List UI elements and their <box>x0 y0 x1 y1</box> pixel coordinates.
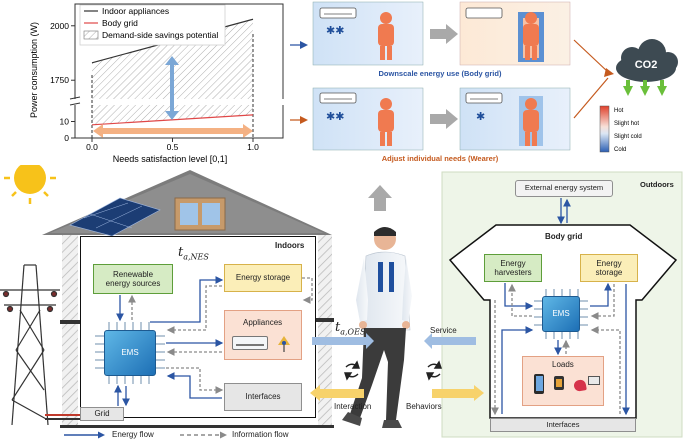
outdoors-title: Outdoors <box>640 180 674 189</box>
panel-adjust-after: ✱ <box>459 87 571 151</box>
t-nes-label: ta,NES <box>178 245 209 262</box>
house-wall-left <box>62 235 78 425</box>
y-tick-label-3: 2000 <box>50 21 69 31</box>
screen-icon <box>588 376 600 385</box>
air-conditioner-icon <box>232 336 268 350</box>
energy-storage-box-indoor: Energy storage <box>224 264 302 292</box>
ems-chip-outdoor: EMS <box>534 289 588 339</box>
x-tick-label-0: 0.0 <box>86 142 98 152</box>
series-body-grid <box>91 114 254 126</box>
body-grid-title: Body grid <box>545 232 583 241</box>
arrow-up-grey <box>368 185 392 211</box>
behaviors-arrow <box>432 389 476 398</box>
ems-label-indoor: EMS <box>104 330 156 376</box>
watch-icon <box>554 376 564 390</box>
t-oes-label: ta,OES <box>335 320 365 337</box>
interfaces-box-indoor: Interfaces <box>224 383 302 411</box>
svg-text:✱✱: ✱✱ <box>326 25 344 37</box>
house-wall-right <box>318 235 332 425</box>
service-arrow-left <box>312 337 368 345</box>
energy-storage-box-outdoor: Energy storage <box>580 254 638 282</box>
y-tick-label-0: 0 <box>64 133 69 143</box>
panel-adjust-before: ✱✱ <box>312 87 424 151</box>
needs-arrow <box>93 124 253 138</box>
interfaces-box-outdoor: Interfaces <box>490 418 636 432</box>
thermal-cold: Cold <box>614 147 626 153</box>
thermal-slight-hot: Slight hot <box>614 121 639 127</box>
external-energy-box: External energy system <box>515 180 613 197</box>
indoors-title: Indoors <box>275 241 305 250</box>
ems-label-outdoor: EMS <box>542 296 580 332</box>
panel-downscale-before: ✱✱ <box>312 1 424 66</box>
appliances-panel <box>224 310 302 360</box>
legend-savings: Demand-side savings potential <box>102 30 218 40</box>
t-nes-sub: a,NES <box>183 252 209 262</box>
legend-indoor: Indoor appliances <box>102 6 169 16</box>
y-tick-label-1: 10 <box>60 117 70 127</box>
phone-icon <box>534 374 544 394</box>
thermal-slight-cold: Slight cold <box>614 134 642 140</box>
co2-cloud-icon: CO2 <box>616 39 678 96</box>
service-label: Service <box>430 326 457 335</box>
ems-chip-indoor: EMS <box>95 322 165 384</box>
x-tick-label-1: 0.5 <box>167 142 179 152</box>
axis-break <box>69 96 286 106</box>
arrow-grey-2 <box>430 109 458 129</box>
solar-panel-icon <box>69 197 161 237</box>
svg-text:✱✱: ✱✱ <box>326 111 344 123</box>
legend-information-flow: Information flow <box>232 430 289 439</box>
x-axis-label: Needs satisfaction level [0,1] <box>113 154 228 164</box>
svg-text:✱: ✱ <box>476 111 485 123</box>
service-arrow-right <box>430 337 476 345</box>
caption-downscale: Downscale energy use (Body grid) <box>379 69 502 78</box>
interaction-label: Interaction <box>334 402 372 411</box>
x-tick-label-2: 1.0 <box>247 142 259 152</box>
energy-harvesters-box: Energy harvesters <box>484 254 542 282</box>
y-axis-label: Power consumption (W) <box>29 22 39 118</box>
power-chart: 0 10 1750 2000 0.0 0.5 1.0 Needs satisfaction… <box>29 3 286 164</box>
thermal-scale <box>599 105 610 153</box>
chart-legend: Indoor appliances Body grid Demand-side … <box>79 4 226 46</box>
caption-adjust: Adjust individual needs (Wearer) <box>382 154 499 163</box>
arrow-grey-1 <box>430 24 458 44</box>
appliances-label: Appliances <box>243 318 283 327</box>
cycle-icon-left <box>344 360 360 381</box>
grid-box: Grid <box>80 407 124 421</box>
flow-legend <box>64 431 227 439</box>
t-nes-main: t <box>178 245 184 260</box>
fan-icon <box>274 333 294 353</box>
loads-label: Loads <box>552 360 574 369</box>
behaviors-label: Behaviors <box>406 402 442 411</box>
legend-energy-flow: Energy flow <box>112 430 154 439</box>
co2-label: CO2 <box>635 59 658 71</box>
y-tick-label-2: 1750 <box>50 75 69 85</box>
cycle-icon-right <box>426 360 442 381</box>
power-tower-icon <box>0 264 60 426</box>
reduction-arrow <box>165 56 179 120</box>
panel-downscale-after <box>459 1 571 66</box>
t-oes-main: t <box>335 320 341 335</box>
sun-icon <box>4 165 56 204</box>
legend-body-grid: Body grid <box>102 18 138 28</box>
interaction-arrow <box>318 389 364 398</box>
renewable-energy-box: Renewable energy sources <box>93 264 173 294</box>
t-oes-sub: a,OES <box>340 327 366 337</box>
chart-frame <box>74 3 284 139</box>
thermal-hot: Hot <box>614 108 624 114</box>
scenario-panels: ✱✱ Downscale energy use (Body grid) ✱✱ ✱ <box>290 1 678 163</box>
